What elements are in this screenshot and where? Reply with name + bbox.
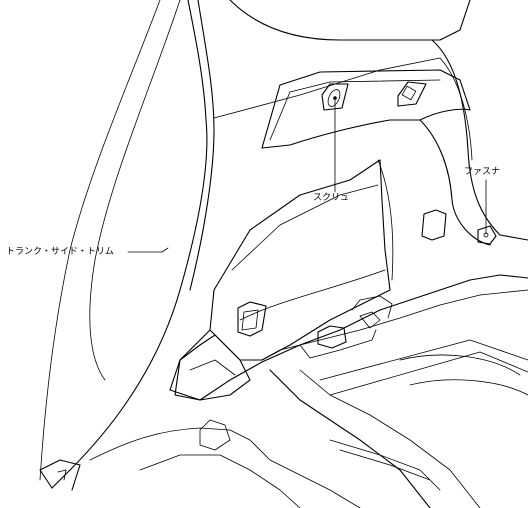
floor-step-1 (299, 329, 377, 359)
floor-crossmember (199, 419, 231, 451)
floor-front-left (89, 427, 361, 508)
screw-head (327, 89, 341, 107)
pillar-inner-edge (189, 0, 215, 291)
floor-rear-panel (169, 274, 528, 401)
luggage-floor-rect (319, 339, 528, 396)
trim-leader-end (161, 247, 169, 253)
floor-front-left-2 (139, 454, 301, 508)
floor-step-2 (351, 295, 393, 319)
floor-rail (329, 439, 441, 491)
trim-contour-1 (231, 184, 379, 271)
quarter-frame-outer (431, 39, 528, 241)
roof-edge (229, 0, 471, 41)
screw-pocket (321, 83, 349, 111)
trim-clip-left (237, 301, 267, 337)
trim-clip-right (421, 209, 447, 241)
trunk-side-trim-label: トランク・サイド・トリム (6, 247, 114, 257)
trunk-side-trim-panel (209, 159, 391, 361)
floor-bracket (317, 325, 347, 349)
roof-panel (213, 57, 441, 119)
trim-contour-2 (377, 159, 394, 281)
clip-square (401, 85, 417, 101)
fastener-label: ファスナ (464, 167, 501, 177)
luggage-floor-edge (269, 369, 431, 508)
quarter-frame-inner (419, 119, 491, 246)
sill-notch (57, 469, 67, 481)
lower-left-sill (39, 459, 81, 491)
upper-trim-lip (269, 79, 441, 141)
floor-sill (261, 289, 528, 361)
trim-contour-3 (239, 269, 386, 321)
kick-contour (189, 359, 236, 376)
screw-point (333, 96, 337, 100)
luggage-floor-inner (299, 369, 481, 508)
clip-pocket (397, 81, 427, 107)
fastener-body (477, 225, 497, 245)
spare-well-curve (399, 354, 528, 396)
body-left-curve-2 (89, 0, 181, 381)
pillar-outer-edge (51, 0, 208, 489)
quarter-frame-mid (439, 57, 473, 161)
body-left-curve (39, 0, 161, 481)
screw-label: スクリュ (313, 193, 350, 203)
trim-clip-left-inner (241, 309, 259, 331)
floor-bracket-2 (359, 311, 381, 329)
lower-kick-panel (174, 334, 251, 401)
